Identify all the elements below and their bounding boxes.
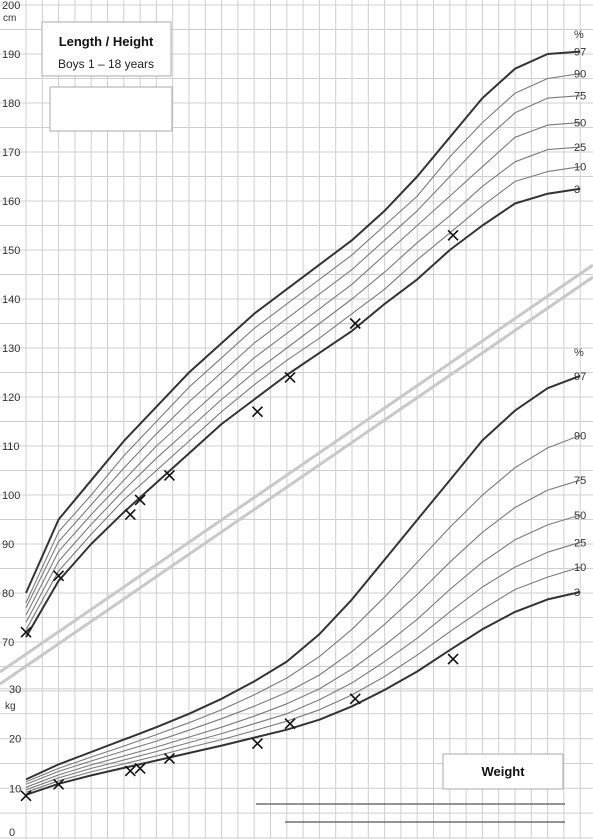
height-tick-label: 150 [2,245,20,257]
signature-lines [256,803,565,823]
height-curve-p3 [25,187,581,638]
title-box-frame [41,21,172,77]
weight-tick-label: 30 [9,684,21,696]
height-measurement-marker [284,371,296,383]
weight-measurement-marker [20,790,32,802]
weight-percentile-labels: 97 90 75 50 25 10 3 [574,371,586,599]
height-measurement-marker [134,494,146,506]
weight-percentile-label-75: 75 [574,475,586,487]
weight-curve-p3 [25,591,581,796]
chart-title: Length / Height [59,34,154,49]
separator-band [0,275,593,686]
height-percentile-label-50: 50 [574,118,586,130]
height-measurement-marker [447,229,459,241]
chart-subtitle: Boys 1 – 18 years [58,57,154,71]
height-percentile-label-10: 10 [574,162,586,174]
weight-unit-label: kg [5,701,16,712]
weight-measurement-marker [251,738,264,750]
weight-curve-p50 [25,514,581,788]
weight-curve-p10 [25,566,581,793]
weight-tick-label: 10 [9,783,21,795]
weight-percentile-label-25: 25 [574,537,586,549]
height-curve-p90 [25,73,581,604]
height-curve-p10 [25,166,581,631]
height-percentile-label-3: 3 [574,184,580,196]
height-tick-label: 90 [2,539,14,551]
weight-measurement-marker [284,718,296,730]
height-percentile-label-97: 97 [574,47,586,59]
height-measurement-marker [251,406,264,418]
height-percentile-label-25: 25 [574,142,586,154]
weight-box-frame [442,753,564,790]
height-tick-label: 110 [2,441,20,453]
weight-measurement-marker [349,693,361,705]
height-percentile-labels: 97 90 75 50 25 10 3 [574,47,586,196]
height-tick-label: 70 [2,637,14,649]
weight-measurement-marker [134,762,146,774]
height-percent-symbol: % [574,29,584,41]
weight-measurements [20,653,459,802]
separator-band [0,263,593,674]
weight-measurement-marker [163,752,176,765]
title-box: Length / Height Boys 1 – 18 years [41,21,172,77]
height-percentile-label-90: 90 [574,69,586,81]
height-tick-label: 180 [2,98,20,110]
weight-percent-symbol: % [574,347,584,359]
weight-tick-label: 0 [9,827,15,839]
blank-info-box [49,86,173,132]
weight-percentile-label-3: 3 [574,587,580,599]
weight-percentile-label-10: 10 [574,562,586,574]
height-tick-label: 140 [2,294,20,306]
height-curve-p75 [25,95,581,608]
height-measurement-marker [349,317,361,330]
weight-measurement-marker [447,653,459,665]
height-tick-label: 190 [2,49,20,61]
height-tick-label: 160 [2,196,20,208]
weight-axis-ticks: 30 20 10 0 [9,684,21,839]
height-unit-label: cm [3,13,16,24]
weight-measurement-marker [53,778,65,790]
height-curve-p97 [25,50,581,594]
height-measurement-marker [20,626,32,638]
weight-box: Weight [442,753,564,790]
height-percentile-label-75: 75 [574,91,586,103]
weight-curve-p25 [25,541,581,791]
weight-title: Weight [481,764,525,779]
height-curve-p50 [25,122,581,616]
height-measurements [20,229,459,638]
weight-percentile-label-97: 97 [574,371,586,383]
height-tick-label: 120 [2,392,20,404]
weight-tick-label: 20 [9,734,21,746]
height-tick-label: 100 [2,490,20,502]
weight-curve-p90 [25,434,581,783]
height-axis-ticks: 200 190 180 170 160 150 140 130 120 110 100 90 80 70 [2,0,20,649]
height-tick-label: 170 [2,147,20,159]
height-tick-label: 130 [2,343,20,355]
weight-percentile-label-90: 90 [574,430,586,442]
separator-bands [0,263,593,686]
height-tick-label: 80 [2,588,14,600]
height-measurement-marker [53,570,65,582]
weight-curve-p75 [25,479,581,785]
weight-curve-p97 [25,374,581,781]
weight-percentile-label-50: 50 [574,510,586,522]
height-curve-p25 [25,146,581,623]
height-measurement-marker [163,469,176,481]
weight-measurement-marker [124,765,136,777]
weight-percentile-curves [25,374,581,796]
height-percentile-curves [25,50,581,638]
height-tick-label: 200 [2,0,20,12]
height-measurement-marker [124,509,136,521]
